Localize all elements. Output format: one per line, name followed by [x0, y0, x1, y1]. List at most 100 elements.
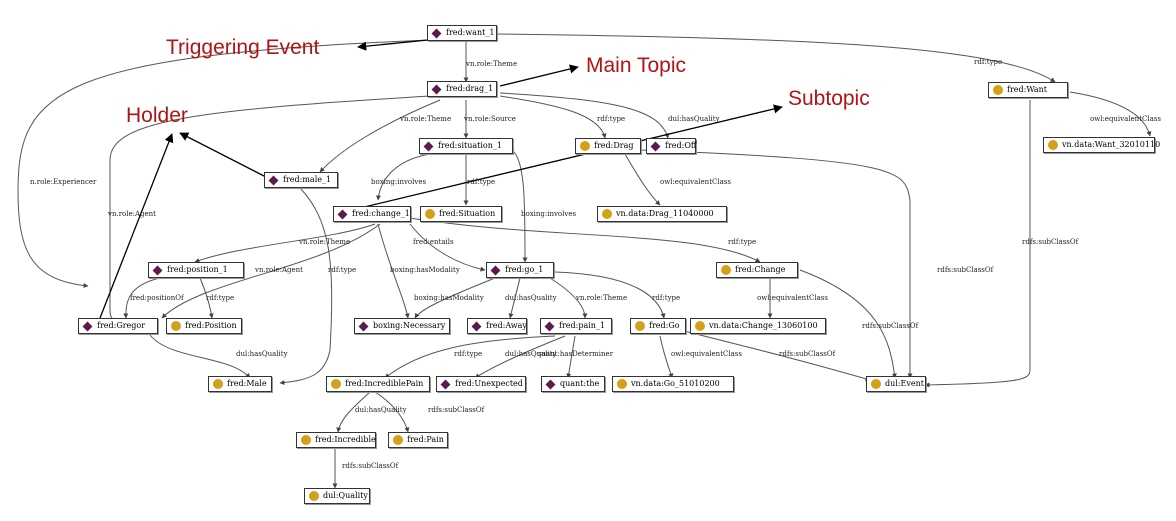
edge-ip-subclass [374, 391, 410, 433]
individual-diamond-icon [471, 321, 482, 331]
edge-changec-subclass [799, 269, 897, 379]
edge-label: n.role:Experiencer [30, 178, 97, 186]
node-unexpected[interactable]: fred:Unexpected [436, 376, 526, 392]
edge-label: rdfs:subClassOf [342, 462, 400, 470]
edge-sit-involves2 [511, 149, 528, 263]
edge-label: owl:equivalentClass [757, 294, 828, 302]
node-drag-1[interactable]: fred:drag_1 [427, 81, 497, 97]
node-label: fred:Go [649, 321, 680, 330]
node-label: quant:the [560, 379, 600, 388]
edge-drag-theme [319, 99, 441, 173]
node-want-vn[interactable]: vn.data:Want_32010110 [1043, 137, 1160, 153]
node-quant-the[interactable]: quant:the [541, 376, 605, 392]
node-label: fred:Away [486, 321, 527, 330]
node-situation-1[interactable]: fred:situation_1 [419, 138, 513, 154]
node-gregor[interactable]: fred:Gregor [78, 318, 158, 334]
node-event[interactable]: dul:Event [866, 376, 926, 392]
class-circle-icon [695, 321, 705, 331]
node-label: fred:situation_1 [438, 141, 502, 150]
node-label: fred:IncrediblePain [345, 379, 424, 388]
class-circle-icon [301, 435, 311, 445]
class-circle-icon [635, 321, 645, 331]
edge-change-theme [194, 223, 376, 263]
individual-diamond-icon [152, 265, 163, 275]
individual-diamond-icon [431, 84, 442, 94]
edge-label: vn.role:Agent [254, 266, 303, 274]
node-change-1[interactable]: fred:change_1 [333, 206, 411, 222]
node-off[interactable]: fred:Off [646, 138, 697, 154]
edge-pain-det [566, 335, 576, 379]
edge-goc-subclass [679, 329, 871, 382]
node-want-1[interactable]: fred:want_1 [427, 25, 497, 41]
individual-diamond-icon [268, 175, 279, 185]
node-drag-vn[interactable]: vn.data:Drag_11040000 [597, 206, 727, 222]
node-position-class[interactable]: fred:Position [166, 318, 242, 334]
class-circle-icon [1048, 140, 1058, 150]
class-circle-icon [993, 85, 1003, 95]
node-label: fred:Situation [439, 209, 496, 218]
edge-label: rdf:type [206, 294, 234, 302]
node-want-class[interactable]: fred:Want [988, 82, 1068, 98]
node-go-1[interactable]: fred:go_1 [486, 262, 554, 278]
edge-ip-quality [336, 391, 371, 433]
individual-diamond-icon [440, 379, 451, 389]
edge-label: dul:hasQuality [236, 350, 288, 358]
edge-label: owl:equivalentClass [1090, 115, 1161, 123]
edge-label: boxing:involves [371, 178, 426, 186]
class-circle-icon [617, 379, 627, 389]
class-circle-icon [580, 141, 590, 151]
node-go-vn[interactable]: vn.data:Go_51010200 [612, 376, 734, 392]
node-change-class[interactable]: fred:Change [716, 262, 798, 278]
edge-label: rdf:type [597, 115, 625, 123]
edge-label: rdf:type [454, 350, 482, 358]
node-male-class[interactable]: fred:Male [208, 376, 272, 392]
node-label: fred:go_1 [505, 265, 544, 274]
node-pain-class[interactable]: fred:Pain [388, 432, 448, 448]
class-circle-icon [871, 379, 881, 389]
edge-want-experiencer [17, 39, 431, 289]
individual-diamond-icon [358, 321, 369, 331]
node-position-1[interactable]: fred:position_1 [148, 262, 244, 278]
edge-label: owl:equivalentClass [660, 178, 731, 186]
edge-label: rdf:type [728, 238, 756, 246]
node-incrediblepain[interactable]: fred:IncrediblePain [326, 376, 430, 392]
node-away[interactable]: fred:Away [467, 318, 527, 334]
edge-pain-type [384, 335, 556, 379]
node-label: vn.data:Want_32010110 [1062, 140, 1161, 149]
node-situation-class[interactable]: fred:Situation [420, 206, 502, 222]
individual-diamond-icon [490, 265, 501, 275]
edge-label: fred:positionOf [130, 294, 185, 302]
node-incredible[interactable]: fred:Incredible [296, 432, 376, 448]
node-label: dul:Event [885, 379, 924, 388]
class-circle-icon [213, 379, 223, 389]
node-label: fred:male_1 [283, 175, 332, 184]
edge-label: rdf:type [974, 58, 1002, 66]
node-pain-1[interactable]: fred:pain_1 [540, 318, 612, 334]
individual-diamond-icon [423, 141, 434, 151]
edge-label: rdf:type [328, 266, 356, 274]
node-go-class[interactable]: fred:Go [630, 318, 686, 334]
node-male-1[interactable]: fred:male_1 [264, 172, 338, 188]
node-change-vn[interactable]: vn.data:Change_13060100 [690, 318, 826, 334]
node-label: fred:want_1 [446, 28, 495, 37]
edge-label: rdfs:subClassOf [937, 266, 995, 274]
annotation-main-topic: Main Topic [586, 54, 686, 77]
node-quality[interactable]: dul:Quality [304, 488, 370, 504]
node-necessary[interactable]: boxing:Necessary [354, 318, 450, 334]
edge-dragc-equiv [624, 153, 661, 206]
node-label: vn.data:Change_13060100 [709, 321, 818, 330]
graph-edges [17, 33, 1152, 489]
node-label: vn.data:Go_51010200 [631, 379, 720, 388]
class-circle-icon [309, 491, 319, 501]
edge-pain-quality [474, 335, 566, 379]
node-label: fred:Unexpected [455, 379, 523, 388]
arrow-main-topic [499, 64, 579, 87]
edge-change-agent [161, 223, 381, 319]
edge-goc-equiv [659, 335, 674, 379]
node-label: boxing:Necessary [373, 321, 446, 330]
edge-label: vn.role:Agent [107, 210, 156, 218]
node-drag-class[interactable]: fred:Drag [575, 138, 641, 154]
edge-want-type [497, 33, 1056, 83]
edge-label: rdfs:subClassOf [779, 350, 837, 358]
class-circle-icon [602, 209, 612, 219]
